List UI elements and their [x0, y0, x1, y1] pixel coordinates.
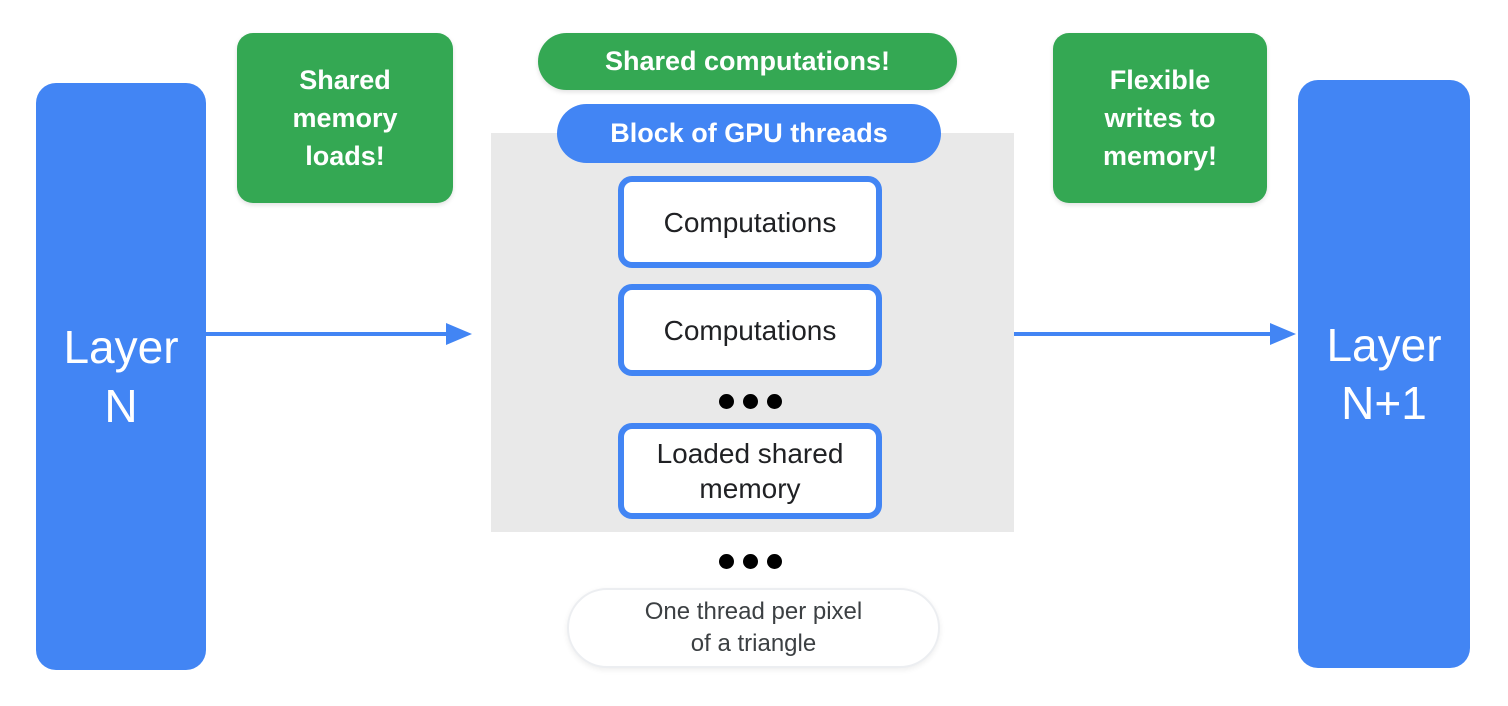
- computations-box-1-label: Computations: [663, 206, 837, 238]
- layer-n-box: Layer N: [36, 83, 206, 670]
- arrow-right-head-icon: [1270, 323, 1296, 345]
- flexible-writes-callout: Flexible writes to memory!: [1053, 33, 1267, 203]
- block-of-gpu-threads-badge: Block of GPU threads: [557, 104, 941, 163]
- shared-memory-loads-callout: Shared memory loads!: [237, 33, 453, 203]
- arrow-right-line: [1014, 332, 1270, 336]
- dot-icon: [766, 394, 782, 409]
- dot-icon: [718, 394, 734, 409]
- arrow-left-line: [206, 332, 446, 336]
- computations-box-2-label: Computations: [663, 314, 837, 346]
- flexible-writes-label: Flexible writes to memory!: [1102, 64, 1218, 172]
- ellipsis-icon: [618, 394, 882, 409]
- loaded-shared-memory-box: Loaded shared memory: [618, 423, 882, 519]
- arrow-left-head-icon: [446, 323, 472, 345]
- shared-computations-badge: Shared computations!: [538, 33, 957, 90]
- one-thread-per-pixel-label: One thread per pixel of a triangle: [644, 597, 863, 657]
- shared-computations-label: Shared computations!: [604, 46, 891, 76]
- loaded-shared-memory-label: Loaded shared memory: [656, 438, 844, 504]
- dot-icon: [766, 554, 782, 569]
- dot-icon: [718, 554, 734, 569]
- computations-box-2: Computations: [618, 284, 882, 376]
- layer-n-plus-1-label: Layer N+1: [1326, 318, 1442, 429]
- layer-n-label: Layer N: [63, 321, 179, 432]
- block-of-gpu-threads-label: Block of GPU threads: [610, 118, 888, 148]
- dot-icon: [742, 554, 758, 569]
- dot-icon: [742, 394, 758, 409]
- ellipsis-icon: [618, 554, 882, 569]
- one-thread-per-pixel-note: One thread per pixel of a triangle: [567, 588, 940, 668]
- layer-n-plus-1-box: Layer N+1: [1298, 80, 1470, 668]
- shared-memory-loads-label: Shared memory loads!: [292, 64, 398, 172]
- computations-box-1: Computations: [618, 176, 882, 268]
